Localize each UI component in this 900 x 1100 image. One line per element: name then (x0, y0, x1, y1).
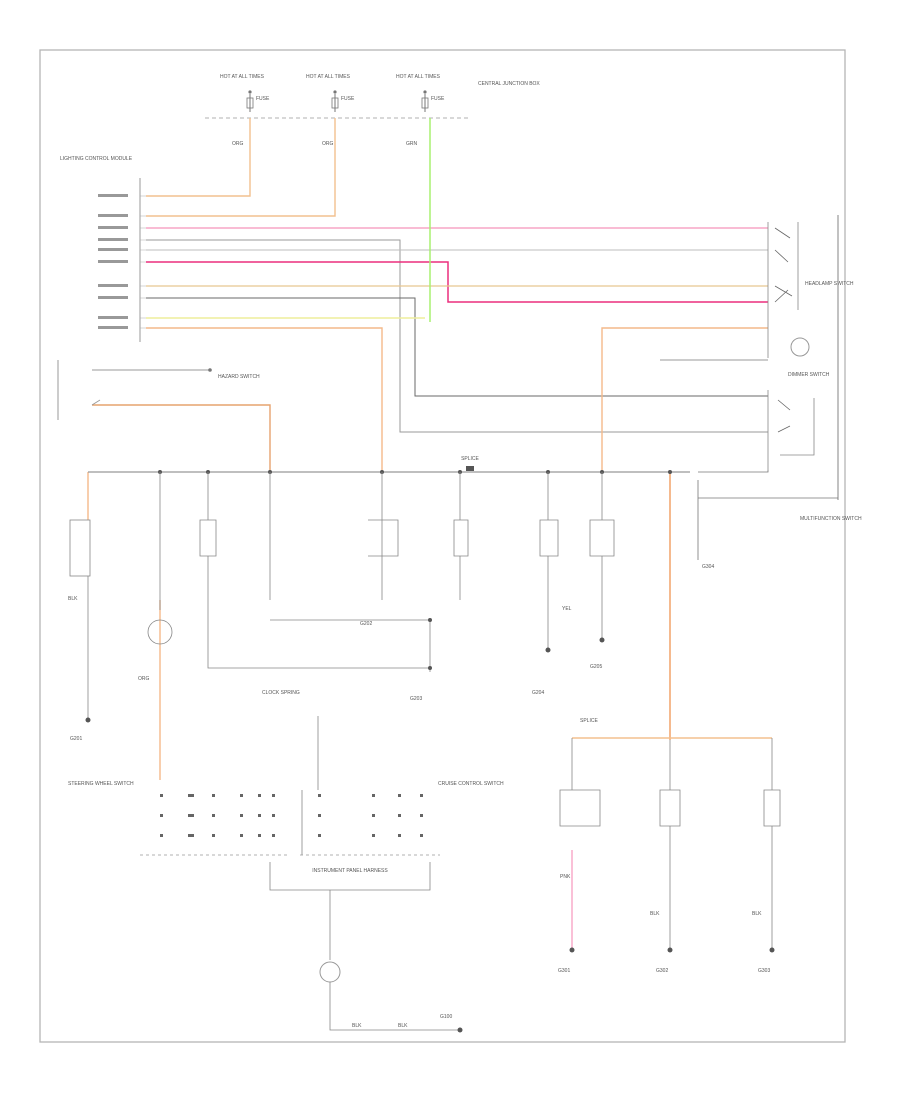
svg-text:ORG: ORG (232, 141, 244, 147)
svg-text:HAZARD SWITCH: HAZARD SWITCH (218, 374, 260, 380)
svg-text:FUSE: FUSE (256, 96, 270, 102)
svg-text:ORG: ORG (322, 141, 334, 147)
fuse-c: HOT AT ALL TIMES FUSE (396, 74, 445, 112)
svg-text:CRUISE CONTROL SWITCH: CRUISE CONTROL SWITCH (438, 781, 504, 787)
wire-orange-4 (92, 404, 271, 472)
wire-orange-top-a (146, 118, 251, 197)
hazard-switch: HAZARD SWITCH (57, 360, 260, 420)
lower-right-lamps: SPLICE (559, 718, 781, 950)
svg-text:G205: G205 (590, 664, 602, 670)
fuse-b: HOT AT ALL TIMES FUSE (306, 74, 355, 112)
svg-text:FUSE: FUSE (431, 96, 445, 102)
svg-text:BLK: BLK (650, 911, 660, 917)
svg-text:SPLICE: SPLICE (461, 456, 479, 462)
svg-text:G301: G301 (558, 968, 570, 974)
svg-text:G202: G202 (360, 621, 372, 627)
svg-text:DIMMER SWITCH: DIMMER SWITCH (788, 372, 830, 378)
svg-text:G203: G203 (410, 696, 422, 702)
svg-text:MULTIFUNCTION SWITCH: MULTIFUNCTION SWITCH (800, 516, 862, 522)
svg-text:HOT AT ALL TIMES: HOT AT ALL TIMES (220, 74, 265, 80)
svg-text:BLK: BLK (398, 1023, 408, 1029)
svg-text:HEADLAMP SWITCH: HEADLAMP SWITCH (805, 281, 854, 287)
svg-text:G204: G204 (532, 690, 544, 696)
svg-text:STEERING WHEEL SWITCH: STEERING WHEEL SWITCH (68, 781, 134, 787)
fuse-a: HOT AT ALL TIMES FUSE (220, 74, 270, 112)
svg-text:ORG: ORG (138, 676, 150, 682)
instrument-panel-harness: INSTRUMENT PANEL HARNESS BLK BLK (269, 862, 463, 1033)
splice-bus: SPLICE (88, 456, 690, 474)
fuse-area: HOT AT ALL TIMES FUSE HOT AT ALL TIMES F… (205, 74, 540, 147)
svg-text:CLOCK SPRING: CLOCK SPRING (262, 690, 300, 696)
svg-text:BLK: BLK (752, 911, 762, 917)
svg-text:G100: G100 (440, 1014, 452, 1020)
svg-text:BLK: BLK (352, 1023, 362, 1029)
wire-orange-2 (146, 327, 383, 472)
svg-text:LIGHTING CONTROL MODULE: LIGHTING CONTROL MODULE (60, 156, 133, 162)
wire-gray-1 (146, 239, 768, 433)
wire-orange-3 (601, 327, 768, 472)
svg-text:G201: G201 (70, 736, 82, 742)
svg-text:HOT AT ALL TIMES: HOT AT ALL TIMES (306, 74, 351, 80)
svg-text:SPLICE: SPLICE (580, 718, 598, 724)
wire-pink-2 (146, 261, 768, 303)
wire-harness (87, 118, 772, 950)
steering-wheel-switch: STEERING WHEEL SWITCH (68, 781, 290, 856)
central-junction-label: CENTRAL JUNCTION BOX (478, 81, 540, 87)
lighting-control-module: LIGHTING CONTROL MODULE (60, 156, 146, 342)
svg-text:HOT AT ALL TIMES: HOT AT ALL TIMES (396, 74, 441, 80)
svg-text:PNK: PNK (560, 874, 571, 880)
svg-text:YEL: YEL (562, 606, 572, 612)
svg-text:BLK: BLK (68, 596, 78, 602)
svg-text:FUSE: FUSE (341, 96, 355, 102)
wire-gray-3 (146, 297, 768, 397)
ground-labels: G201 G202 G203 G204 G205 G301 G302 G303 … (70, 564, 770, 1020)
headlamp-switch: HEADLAMP SWITCH DIMMER SWITCH MULTIFUNCT… (660, 215, 862, 560)
svg-text:G302: G302 (656, 968, 668, 974)
svg-text:GRN: GRN (406, 141, 418, 147)
cruise-control-switch: CRUISE CONTROL SWITCH CLOCK SPRING (262, 690, 504, 856)
svg-text:INSTRUMENT PANEL HARNESS: INSTRUMENT PANEL HARNESS (312, 868, 388, 874)
wire-color-labels: PNK BLK BLK BLK ORG YEL (68, 596, 762, 917)
svg-text:G303: G303 (758, 968, 770, 974)
wire-orange-top-b (146, 118, 336, 217)
diagram-border (39, 49, 846, 1043)
branch-components (69, 472, 615, 720)
svg-text:G304: G304 (702, 564, 714, 570)
